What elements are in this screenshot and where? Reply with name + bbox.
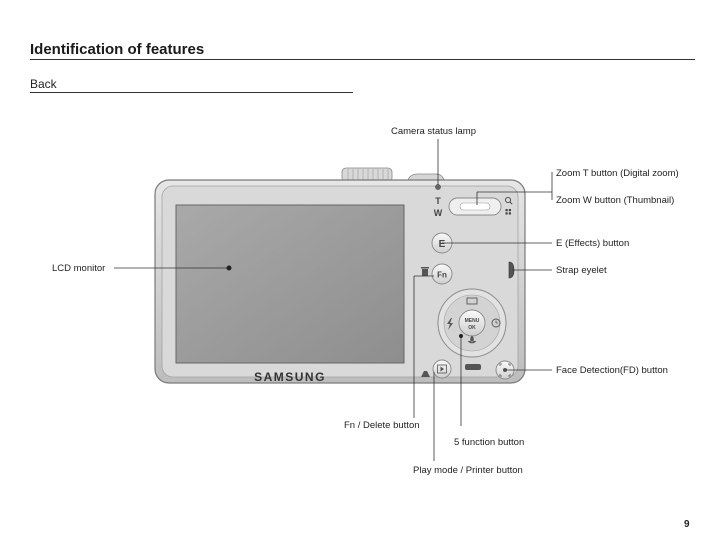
self-timer-icon bbox=[491, 318, 501, 328]
callout-face-detection: Face Detection(FD) button bbox=[556, 365, 668, 376]
magnify-icon bbox=[504, 196, 513, 205]
callout-e-button: E (Effects) button bbox=[556, 238, 629, 249]
e-button-mark: E bbox=[439, 239, 446, 250]
menu-mark: MENU bbox=[465, 318, 480, 324]
fn-button-mark: Fn bbox=[437, 271, 447, 280]
zoom-w-mark: W bbox=[434, 208, 443, 218]
top-power-bump bbox=[407, 173, 445, 181]
zoom-tag-icon bbox=[465, 364, 481, 370]
flash-icon bbox=[447, 318, 453, 330]
brand-logo: SAMSUNG bbox=[254, 370, 326, 384]
printer-icon bbox=[421, 371, 430, 377]
top-dial bbox=[341, 167, 393, 183]
five-function-leader-dot bbox=[459, 334, 463, 338]
section-rule bbox=[30, 92, 353, 93]
play-mode-printer-button[interactable] bbox=[432, 359, 452, 379]
section-label: Back bbox=[30, 77, 57, 91]
lcd-monitor bbox=[175, 204, 405, 364]
callout-camera-status-lamp: Camera status lamp bbox=[391, 126, 476, 137]
zoom-t-mark: T bbox=[435, 196, 441, 206]
camera-status-lamp bbox=[435, 184, 441, 190]
leader-lines bbox=[114, 139, 553, 461]
thumbnail-icon bbox=[505, 209, 511, 215]
callout-lcd-monitor: LCD monitor bbox=[52, 263, 105, 274]
callout-strap-eyelet: Strap eyelet bbox=[556, 265, 607, 276]
title-rule bbox=[30, 59, 695, 60]
callout-fn-delete: Fn / Delete button bbox=[344, 420, 420, 431]
display-icon bbox=[466, 297, 478, 305]
callout-zoom-t: Zoom T button (Digital zoom) bbox=[556, 168, 679, 179]
page-title: Identification of features bbox=[30, 41, 205, 58]
callout-play-mode: Play mode / Printer button bbox=[413, 465, 523, 476]
page-number: 9 bbox=[684, 519, 690, 530]
five-function-button[interactable]: MENU OK bbox=[437, 288, 507, 358]
lcd-leader-dot bbox=[226, 265, 232, 271]
callout-five-function: 5 function button bbox=[454, 437, 524, 448]
ok-mark: OK bbox=[468, 325, 476, 331]
delete-trash-icon bbox=[421, 267, 429, 276]
fn-delete-button[interactable]: Fn bbox=[431, 263, 453, 285]
zoom-rocker[interactable] bbox=[448, 197, 502, 216]
callout-zoom-w: Zoom W button (Thumbnail) bbox=[556, 195, 674, 206]
macro-icon bbox=[467, 335, 477, 344]
